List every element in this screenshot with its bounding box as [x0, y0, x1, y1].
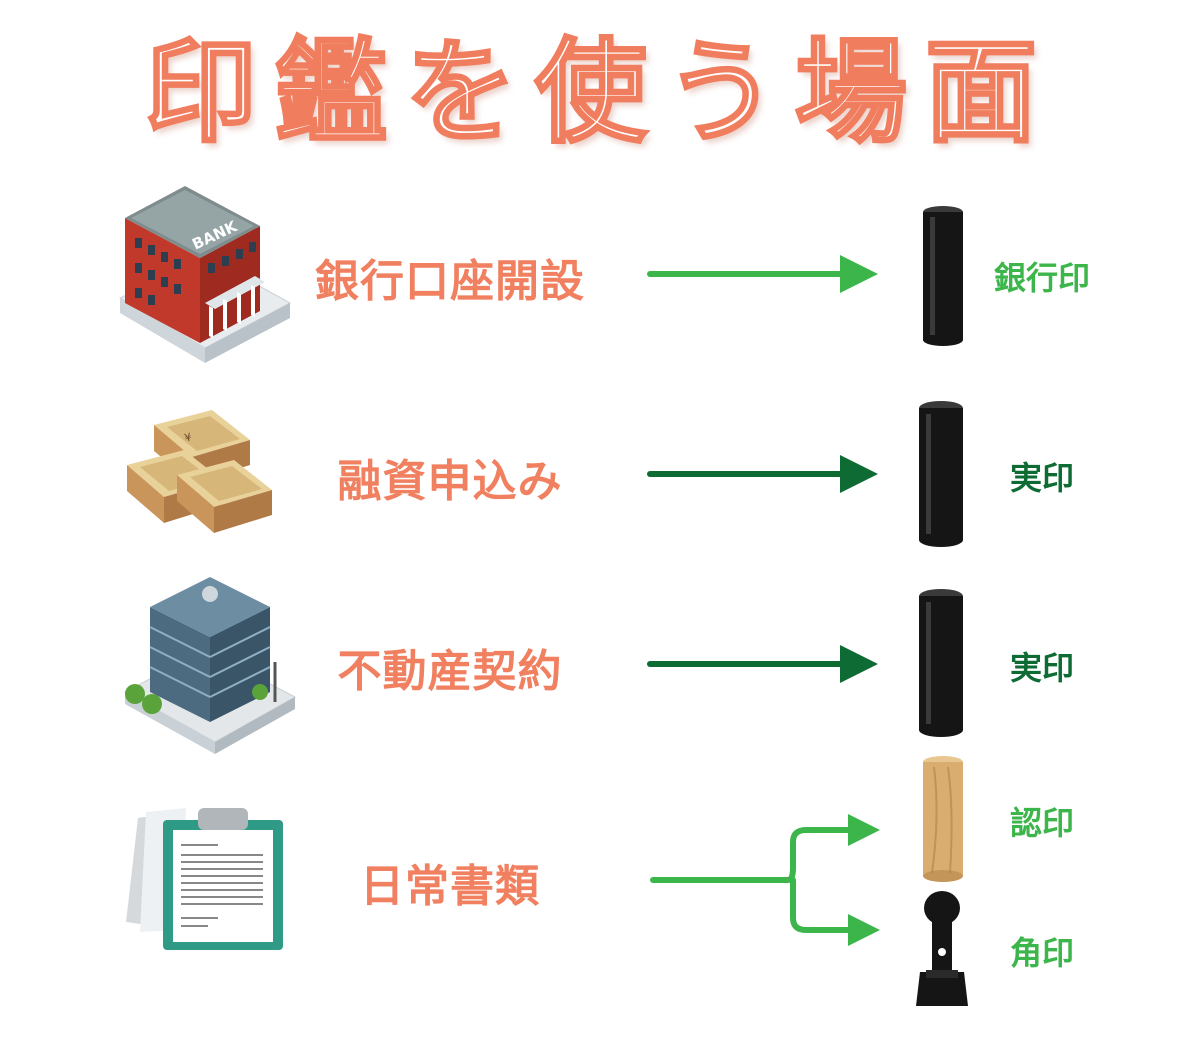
seal-label-loan: 実印 — [1009, 459, 1074, 497]
row-label-daily-documents: 日常書類 — [360, 861, 540, 912]
row-label-bank-account: 銀行口座開設 — [315, 256, 585, 307]
money-stack-icon: ¥ — [127, 410, 272, 533]
black-seal-icon — [923, 206, 963, 346]
square-seal-icon — [916, 891, 968, 1006]
bank-building-icon: BANK — [118, 186, 292, 363]
arrow-right-icon — [647, 255, 878, 293]
row-label-real-estate-contract: 不動産契約 — [337, 646, 563, 697]
page-title: 印鑑を使う場面 — [144, 27, 1055, 160]
clipboard-document-icon — [126, 808, 283, 950]
wooden-seal-icon — [923, 756, 963, 882]
seal-label-real-estate: 実印 — [1009, 649, 1074, 687]
seal-label-square: 角印 — [1009, 934, 1074, 972]
arrow-right-icon — [647, 455, 878, 493]
office-building-icon — [123, 577, 297, 754]
row-label-loan-application: 融資申込み — [337, 456, 563, 507]
arrow-right-icon — [647, 645, 878, 683]
black-seal-icon — [919, 589, 963, 737]
branching-arrow-icon — [650, 814, 880, 946]
seal-label-personal: 認印 — [1009, 804, 1074, 842]
black-seal-icon — [919, 401, 963, 547]
seal-label-bank: 銀行印 — [993, 259, 1090, 297]
svg-text:¥: ¥ — [183, 430, 193, 444]
